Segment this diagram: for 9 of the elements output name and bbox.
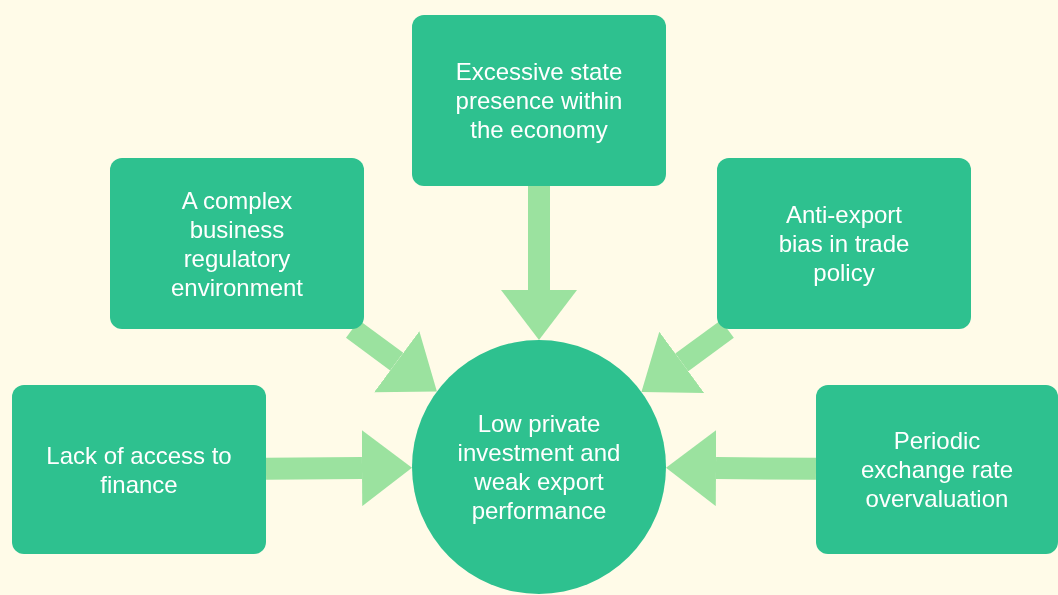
block-arrow xyxy=(265,430,412,507)
cause-box: Periodic exchange rate overvaluation xyxy=(816,385,1058,554)
cause-box: Lack of access to finance xyxy=(12,385,266,554)
block-arrow xyxy=(641,320,734,394)
cause-box: A complex business regulatory environment xyxy=(110,158,364,329)
cause-box: Anti-export bias in trade policy xyxy=(717,158,971,329)
block-arrow xyxy=(666,430,817,507)
block-arrow xyxy=(501,186,577,340)
cause-box: Excessive state presence within the economy xyxy=(412,15,666,186)
